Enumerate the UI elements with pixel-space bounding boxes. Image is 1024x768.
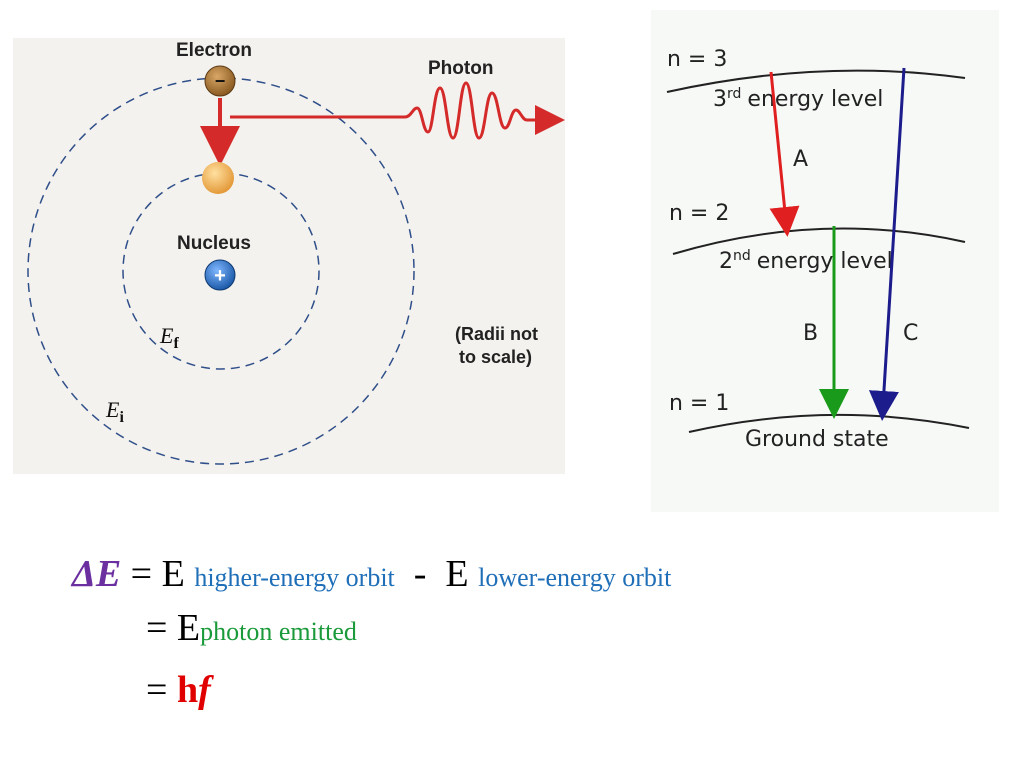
- ground-state-text: Ground state: [745, 427, 889, 452]
- ef-letter: E: [159, 323, 174, 348]
- outer-orbit: [27, 77, 415, 465]
- eq2-sub: photon emitted: [200, 617, 357, 646]
- level-3-text: 3rd energy level: [713, 86, 883, 112]
- inner-orbit: [122, 172, 320, 370]
- nucleus: [204, 259, 236, 291]
- n2-label: n = 2: [669, 201, 729, 226]
- level-2-curve: [672, 227, 966, 255]
- photon-wave: [230, 81, 565, 140]
- electron-initial: [204, 65, 236, 97]
- atom-diagram-panel: Electron Photon Nucleus − + Ef Ei (Radii…: [13, 38, 565, 474]
- transition-a-label: A: [793, 147, 808, 172]
- transition-a-arrow: [769, 71, 800, 237]
- electron-label: Electron: [176, 40, 252, 61]
- nucleus-sign: +: [214, 265, 226, 287]
- ei-letter: E: [105, 397, 120, 422]
- electron-final: [202, 162, 234, 194]
- eq1-sub-higher: higher-energy orbit: [194, 563, 395, 592]
- n3-label: n = 3: [667, 47, 727, 72]
- nucleus-label: Nucleus: [177, 233, 251, 254]
- level-3-label: energy level: [747, 87, 883, 112]
- equation-line-2: = Ephoton emitted: [146, 606, 357, 650]
- level-3-ordinal: 3: [713, 87, 727, 112]
- equation-line-1: ΔE = E higher-energy orbit - E lower-ene…: [72, 552, 671, 596]
- level-3-superscript: rd: [727, 86, 741, 102]
- eq1-equals: = E: [121, 553, 195, 595]
- ei-subscript: i: [119, 409, 124, 426]
- eq1-minus: - E: [394, 553, 479, 595]
- level-2-superscript: nd: [733, 248, 751, 264]
- delta-e: ΔE: [72, 553, 122, 595]
- ef-subscript: f: [173, 335, 179, 352]
- eq2-equals: = E: [146, 607, 201, 649]
- electron-sign: −: [215, 71, 226, 91]
- equation-line-3: = hf: [146, 668, 211, 712]
- n1-label: n = 1: [669, 391, 729, 416]
- radii-note-line2: to scale): [459, 347, 532, 367]
- radii-note-line1: (Radii not: [455, 324, 538, 344]
- atom-diagram-svg: Electron Photon Nucleus − + Ef Ei (Radii…: [27, 40, 565, 465]
- level-2-ordinal: 2: [719, 249, 733, 274]
- level-2-label: energy level: [757, 249, 893, 274]
- eq1-sub-lower: lower-energy orbit: [478, 563, 672, 592]
- eq3-h: h: [176, 669, 199, 711]
- level-2-text: 2nd energy level: [719, 248, 893, 274]
- eq3-equals: =: [146, 669, 177, 711]
- level-3-curve: [666, 69, 966, 93]
- transition-c-arrow: [868, 67, 906, 421]
- eq3-f: f: [198, 669, 211, 711]
- photon-label: Photon: [428, 58, 493, 79]
- transition-b-label: B: [803, 321, 818, 346]
- ef-label: Ef: [159, 323, 179, 352]
- transition-c-label: C: [903, 321, 918, 346]
- ei-label: Ei: [105, 397, 124, 426]
